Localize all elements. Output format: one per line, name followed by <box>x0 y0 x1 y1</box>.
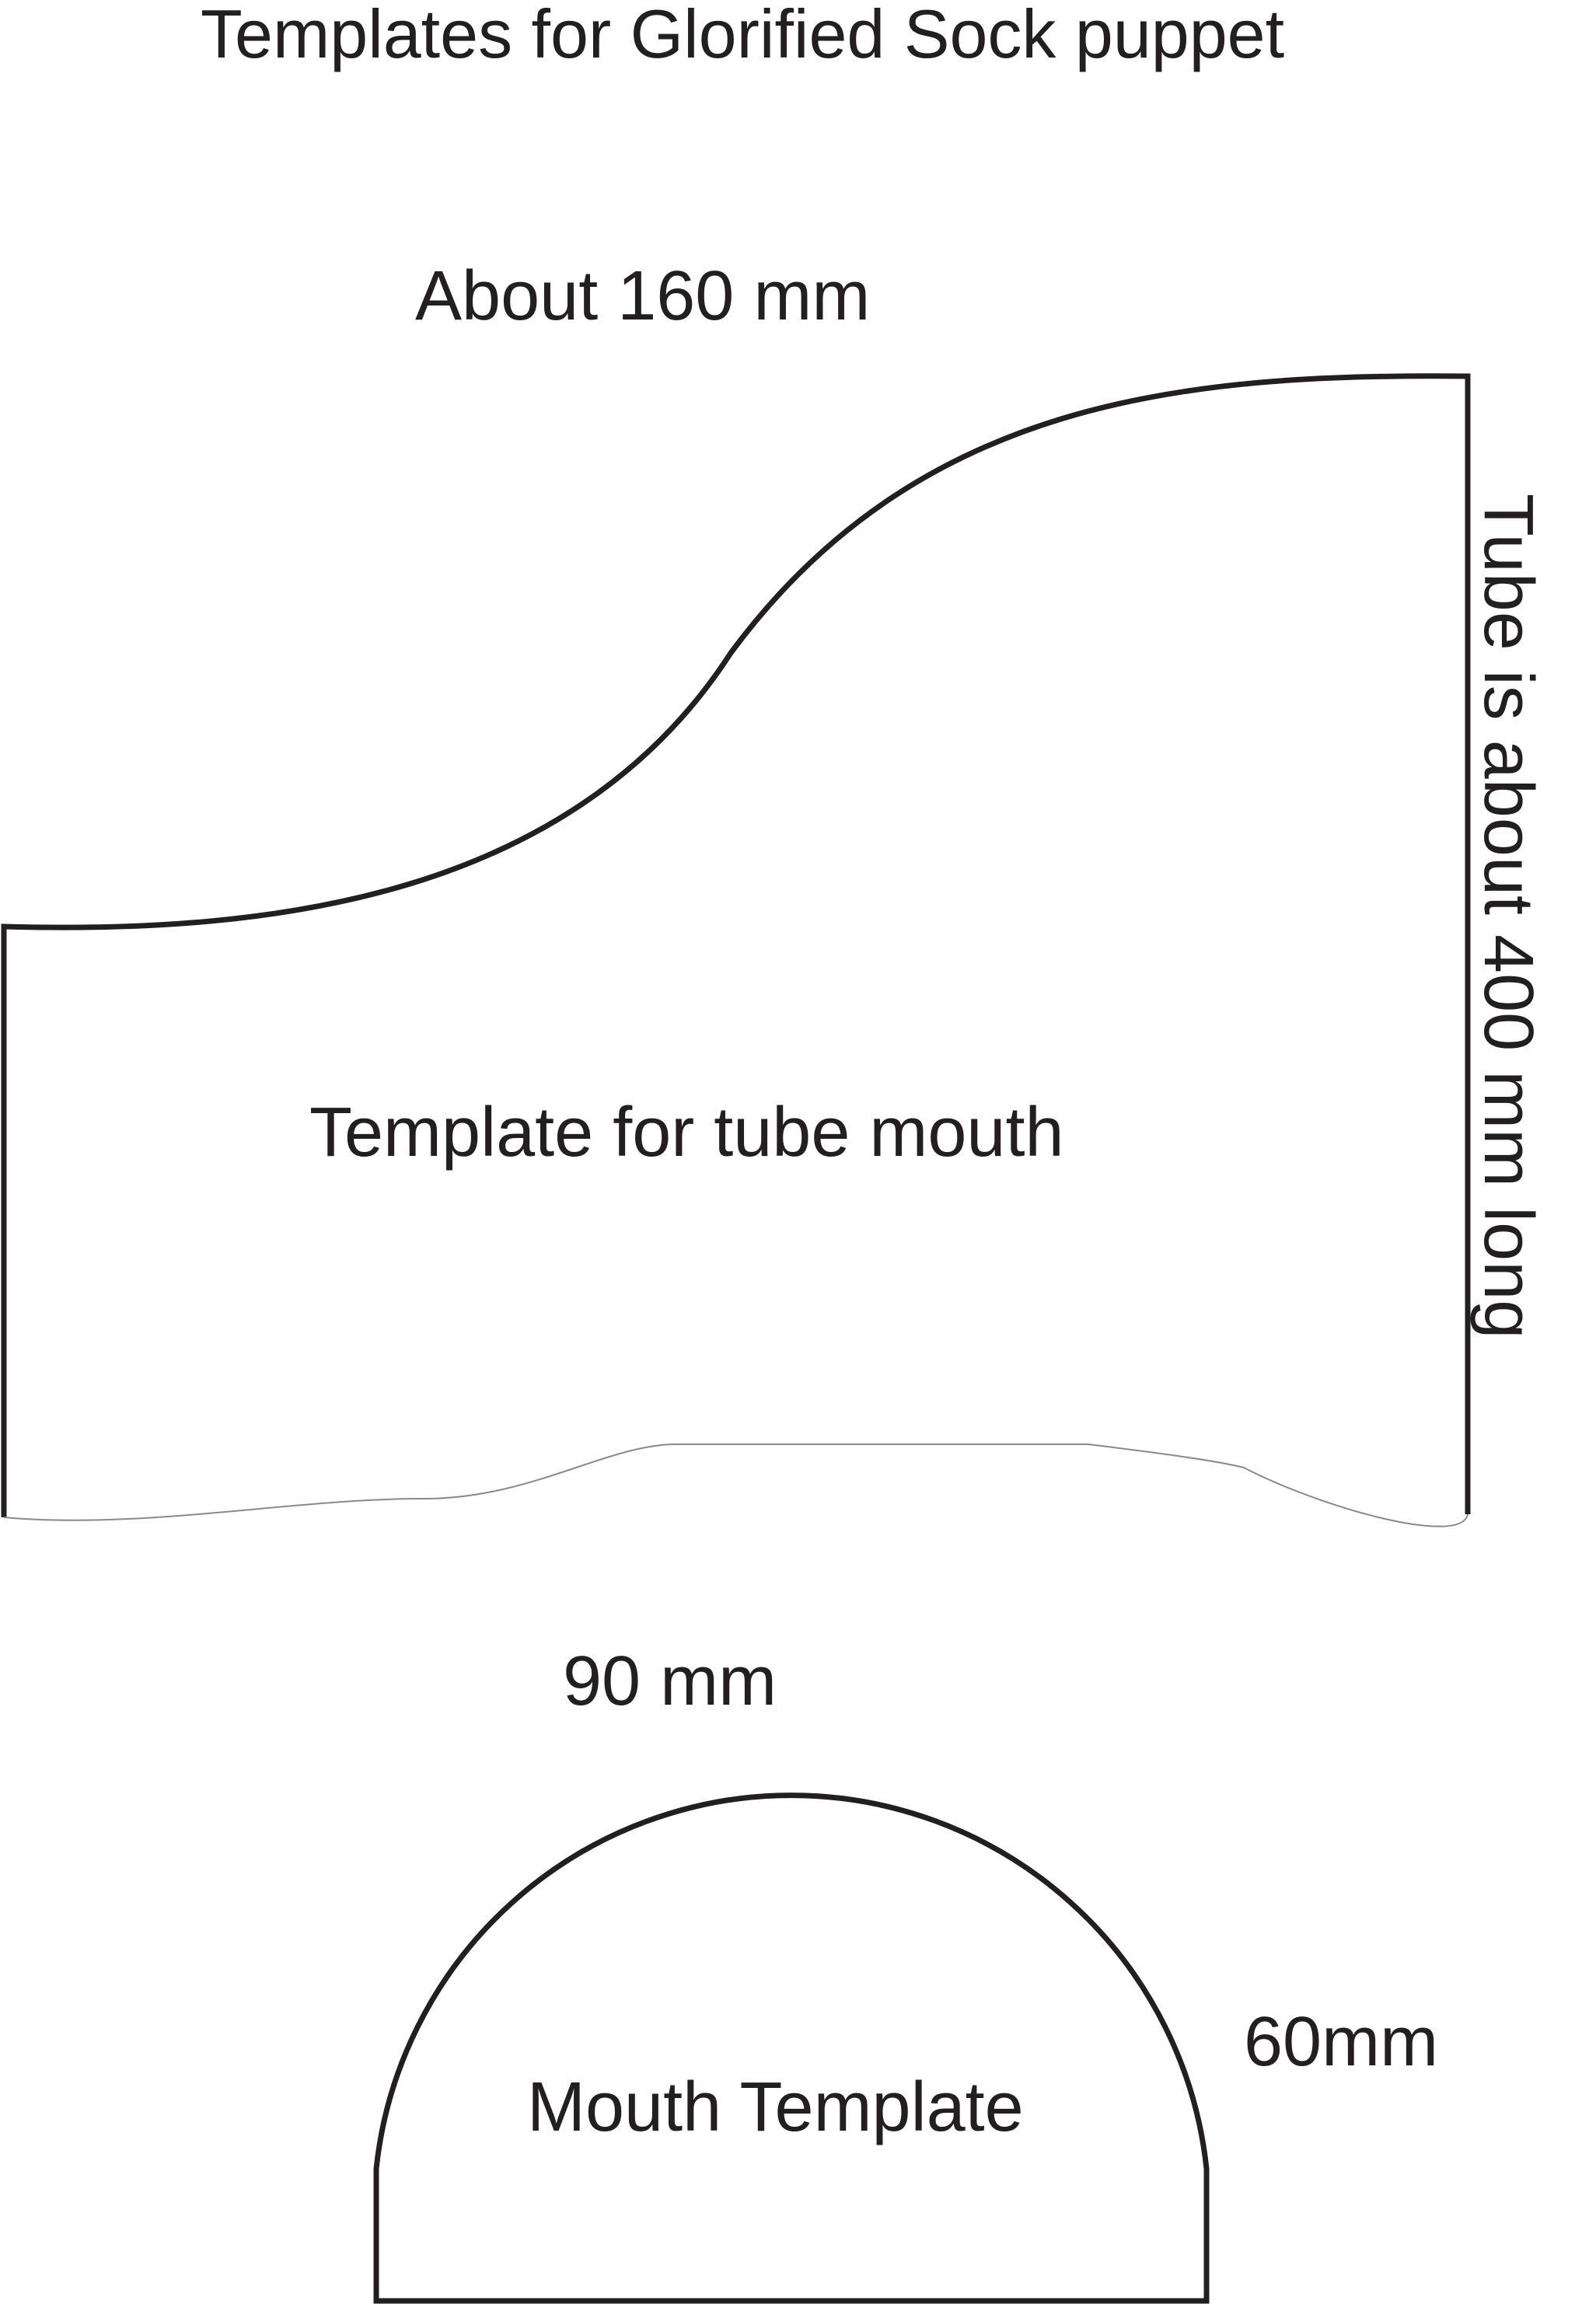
mouth-template-outline <box>373 1793 1210 2304</box>
tube-length-label: Tube is about 400 mm long <box>1469 494 1547 1339</box>
tube-template-outline <box>1 373 1471 1517</box>
mouth-height-label: 60mm <box>1244 2003 1439 2081</box>
tube-template-bottom-edge <box>3 1443 1469 1527</box>
mouth-template-label: Mouth Template <box>527 2068 1024 2146</box>
page-title: Templates for Glorified Sock puppet <box>201 0 1285 72</box>
tube-template-label: Template for tube mouth <box>309 1094 1064 1171</box>
mouth-width-label: 90 mm <box>563 1642 777 1720</box>
tube-width-label: About 160 mm <box>415 257 871 335</box>
